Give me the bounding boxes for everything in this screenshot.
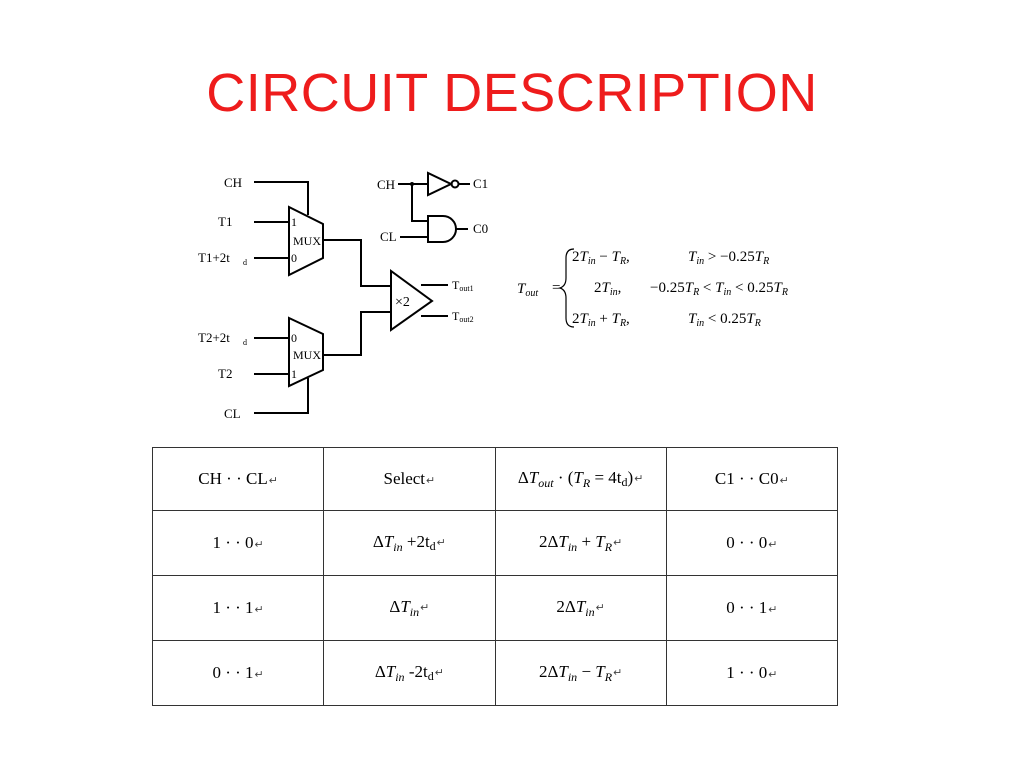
not-gate-shape	[427, 171, 454, 197]
equation-case-3-cond: Tin < 0.25TR	[688, 311, 761, 329]
mux-bottom-label: MUX	[293, 348, 321, 362]
logic-c1-label: C1	[473, 176, 488, 191]
label-t1-2td: T1+2t	[198, 250, 230, 265]
circuit-diagram: CH T1 T1+2t d T2+2t d T2 CL 1 MUX 0 0 MU…	[198, 171, 788, 421]
header-delta-tout: ΔTout · (TR = 4td)↵	[494, 447, 667, 511]
multiplier-shape	[390, 269, 434, 332]
multiplier-label: ×2	[395, 295, 410, 310]
mux-bottom-pin1: 1	[291, 367, 297, 381]
header-select: Select↵	[323, 447, 496, 511]
header-c1-c0: C1 · · C0↵	[665, 447, 839, 511]
mux-bottom-pin0: 0	[291, 331, 297, 345]
header-ch-cl: CH · · CL↵	[151, 447, 325, 511]
label-ch: CH	[224, 175, 242, 190]
table-row: 0 · · 1↵ ΔTin -2td↵ 2ΔTin − TR↵ 1 · · 0↵	[151, 640, 839, 706]
and-gate-shape	[427, 215, 457, 243]
mux-top-shape	[288, 205, 324, 277]
logic-cl-label: CL	[380, 229, 397, 244]
svg-text:d: d	[243, 338, 247, 347]
equation-case-1-expr: 2Tin − TR,	[572, 249, 630, 267]
equation-case-1-cond: Tin > −0.25TR	[688, 249, 769, 267]
svg-text:=: =	[552, 280, 560, 296]
table-row: 1 · · 1↵ ΔTin↵ 2ΔTin↵ 0 · · 1↵	[151, 575, 839, 641]
tout2-label: Tout2	[452, 309, 474, 324]
svg-text:d: d	[243, 258, 247, 267]
label-cl: CL	[224, 406, 241, 421]
truth-table: CH · · CL↵ Select↵ ΔTout · (TR = 4td)↵ C…	[151, 447, 839, 706]
table-header-row: CH · · CL↵ Select↵ ΔTout · (TR = 4td)↵ C…	[151, 447, 839, 511]
mux-top-label: MUX	[293, 234, 321, 248]
equation-case-2-expr: 2Tin,	[594, 280, 621, 298]
logic-c0-label: C0	[473, 221, 488, 236]
mux-top-pin1: 1	[291, 215, 297, 229]
label-t1: T1	[218, 214, 232, 229]
logic-ch-label: CH	[377, 177, 395, 192]
label-t2: T2	[218, 366, 232, 381]
equation: Tout = 2Tin − TR, Tin > −0.25TR 2Tin, −0…	[517, 248, 788, 329]
label-t2-2td: T2+2t	[198, 330, 230, 345]
equation-case-3-expr: 2Tin + TR,	[572, 311, 630, 329]
tout1-label: Tout1	[452, 278, 474, 293]
equation-case-2-cond: −0.25TR < Tin < 0.25TR	[650, 280, 788, 298]
equation-lhs: Tout	[517, 281, 538, 299]
table-row: 1 · · 0↵ ΔTin +2td↵ 2ΔTin + TR↵ 0 · · 0↵	[151, 510, 839, 576]
mux-top-pin0: 0	[291, 251, 297, 265]
slide-title: CIRCUIT DESCRIPTION	[206, 63, 818, 123]
mux-bottom-shape	[288, 316, 324, 388]
